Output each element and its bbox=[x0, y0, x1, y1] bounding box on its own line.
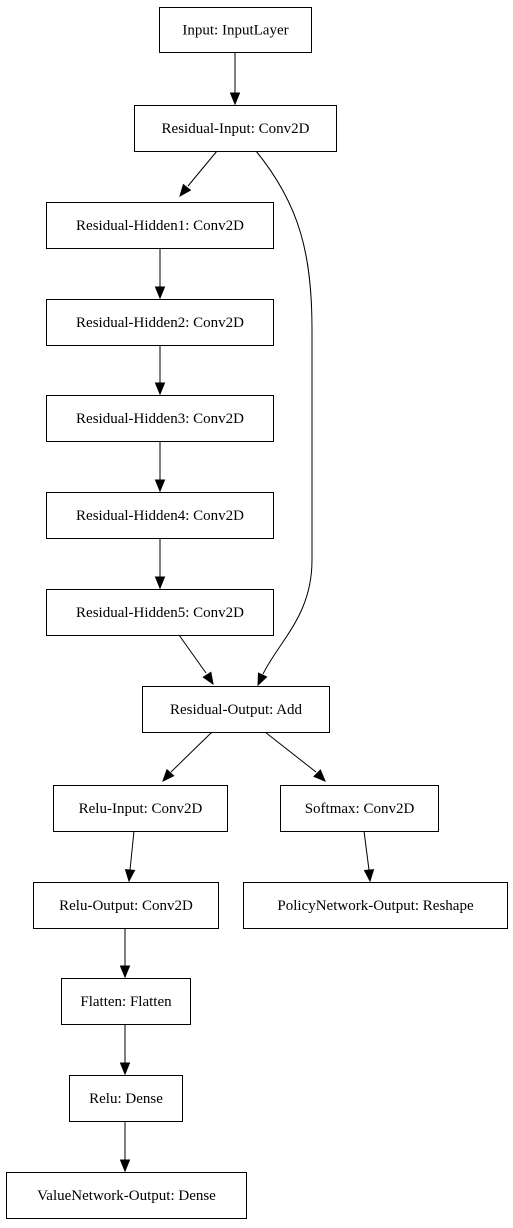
node-box bbox=[53, 785, 228, 832]
node-box bbox=[134, 105, 337, 152]
arrowhead-icon bbox=[124, 869, 136, 883]
node-softmax: Softmax: Conv2D bbox=[280, 785, 439, 832]
node-box bbox=[33, 882, 219, 929]
node-hidden2: Residual-Hidden2: Conv2D bbox=[46, 299, 274, 346]
edge-input-to-residual-input bbox=[229, 52, 241, 106]
edge-hidden4-to-hidden5 bbox=[154, 538, 166, 590]
node-label: Residual-Hidden5: Conv2D bbox=[76, 605, 244, 621]
node-relu-input: Relu-Input: Conv2D bbox=[53, 785, 228, 832]
edge-hidden1-to-hidden2 bbox=[154, 248, 166, 300]
edge-line bbox=[187, 150, 218, 187]
node-relu-output: Relu-Output: Conv2D bbox=[33, 882, 219, 929]
node-hidden5: Residual-Hidden5: Conv2D bbox=[46, 589, 274, 636]
node-label: Residual-Hidden1: Conv2D bbox=[76, 218, 244, 234]
edge-hidden2-to-hidden3 bbox=[154, 345, 166, 396]
node-label: Relu-Output: Conv2D bbox=[59, 898, 193, 914]
node-label: Residual-Input: Conv2D bbox=[162, 121, 310, 137]
edge-residual-output-to-softmax bbox=[264, 731, 326, 782]
node-label: Relu-Input: Conv2D bbox=[79, 801, 203, 817]
edge-softmax-to-policy-output bbox=[363, 830, 375, 883]
edge-line bbox=[255, 150, 313, 675]
node-label: Residual-Hidden3: Conv2D bbox=[76, 411, 244, 427]
node-label: Input: InputLayer bbox=[182, 23, 288, 39]
node-label: Flatten: Flatten bbox=[80, 994, 172, 1010]
arrowhead-icon bbox=[202, 671, 214, 686]
node-label: Softmax: Conv2D bbox=[305, 801, 415, 817]
arrowhead-icon bbox=[154, 286, 166, 300]
arrowhead-icon bbox=[154, 479, 166, 493]
node-label: Relu: Dense bbox=[89, 1091, 163, 1107]
edge-line bbox=[170, 731, 213, 773]
node-box bbox=[243, 882, 508, 929]
edge-residual-output-to-relu-input bbox=[162, 731, 213, 782]
node-label: ValueNetwork-Output: Dense bbox=[37, 1188, 216, 1204]
node-label: Residual-Output: Add bbox=[170, 702, 303, 718]
node-hidden1: Residual-Hidden1: Conv2D bbox=[46, 202, 274, 249]
edge-relu-input-to-relu-output bbox=[124, 830, 136, 883]
node-box bbox=[280, 785, 439, 832]
edge-line bbox=[129, 830, 135, 871]
edge-relu-output-to-flatten bbox=[119, 928, 131, 979]
node-value-output: ValueNetwork-Output: Dense bbox=[6, 1172, 247, 1219]
node-box bbox=[46, 492, 274, 539]
edge-line bbox=[178, 634, 207, 674]
node-relu-dense: Relu: Dense bbox=[69, 1075, 183, 1122]
node-box bbox=[46, 299, 274, 346]
node-box bbox=[46, 395, 274, 442]
node-label: PolicyNetwork-Output: Reshape bbox=[277, 898, 474, 914]
arrowhead-icon bbox=[119, 1159, 131, 1173]
edge-relu-dense-to-value-output bbox=[119, 1121, 131, 1173]
node-hidden4: Residual-Hidden4: Conv2D bbox=[46, 492, 274, 539]
node-residual-input: Residual-Input: Conv2D bbox=[134, 105, 337, 152]
arrowhead-icon bbox=[363, 869, 375, 883]
edges-layer bbox=[119, 52, 375, 1173]
arrowhead-icon bbox=[119, 1062, 131, 1076]
edge-residual-input-to-residual-output bbox=[255, 150, 313, 687]
edge-line bbox=[264, 731, 317, 773]
node-label: Residual-Hidden2: Conv2D bbox=[76, 315, 244, 331]
arrowhead-icon bbox=[154, 382, 166, 396]
node-box bbox=[159, 7, 312, 53]
edge-residual-input-to-hidden1 bbox=[179, 150, 218, 198]
node-box bbox=[142, 686, 330, 733]
node-label: Residual-Hidden4: Conv2D bbox=[76, 508, 244, 524]
node-box bbox=[46, 589, 274, 636]
arrowhead-icon bbox=[119, 965, 131, 979]
node-box bbox=[46, 202, 274, 249]
node-hidden3: Residual-Hidden3: Conv2D bbox=[46, 395, 274, 442]
node-box bbox=[61, 978, 191, 1025]
arrowhead-icon bbox=[257, 672, 268, 687]
node-residual-output: Residual-Output: Add bbox=[142, 686, 330, 733]
arrowhead-icon bbox=[313, 769, 326, 782]
arrowhead-icon bbox=[179, 183, 192, 198]
edge-flatten-to-relu-dense bbox=[119, 1024, 131, 1076]
edge-hidden3-to-hidden4 bbox=[154, 441, 166, 493]
arrowhead-icon bbox=[154, 576, 166, 590]
edge-hidden5-to-residual-output bbox=[178, 634, 214, 686]
node-box bbox=[69, 1075, 183, 1122]
node-input: Input: InputLayer bbox=[159, 7, 312, 53]
node-box bbox=[6, 1172, 247, 1219]
node-policy-output: PolicyNetwork-Output: Reshape bbox=[243, 882, 508, 929]
node-flatten: Flatten: Flatten bbox=[61, 978, 191, 1025]
arrowhead-icon bbox=[162, 768, 175, 782]
arrowhead-icon bbox=[229, 92, 241, 106]
edge-line bbox=[363, 830, 370, 871]
